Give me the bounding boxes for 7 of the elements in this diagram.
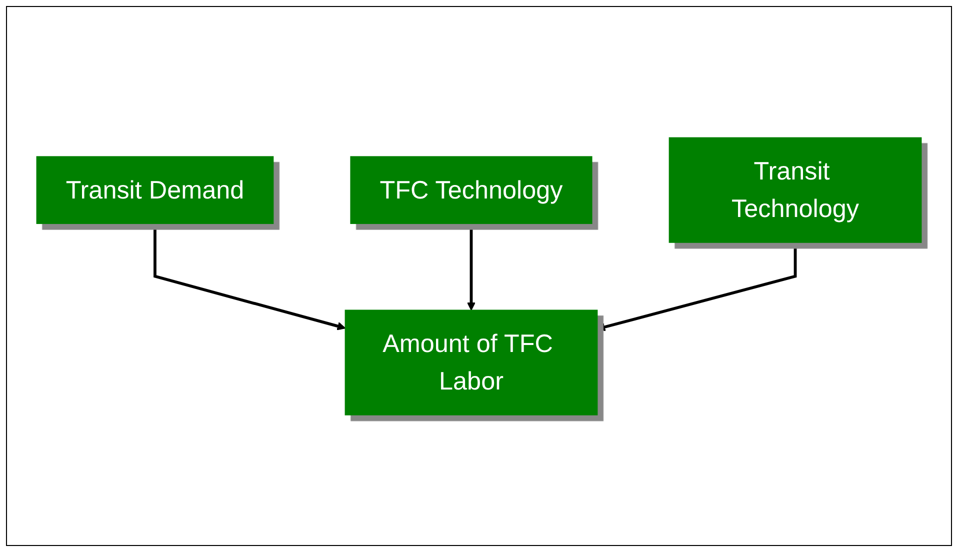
arrow xyxy=(154,223,346,330)
node-box: Transit Demand xyxy=(36,156,274,224)
arrow xyxy=(466,223,476,310)
node-box: TFC Technology xyxy=(350,156,592,224)
arrow xyxy=(596,242,797,331)
node-box: Amount of TFC Labor xyxy=(344,309,598,416)
node-box: Transit Technology xyxy=(668,136,922,243)
